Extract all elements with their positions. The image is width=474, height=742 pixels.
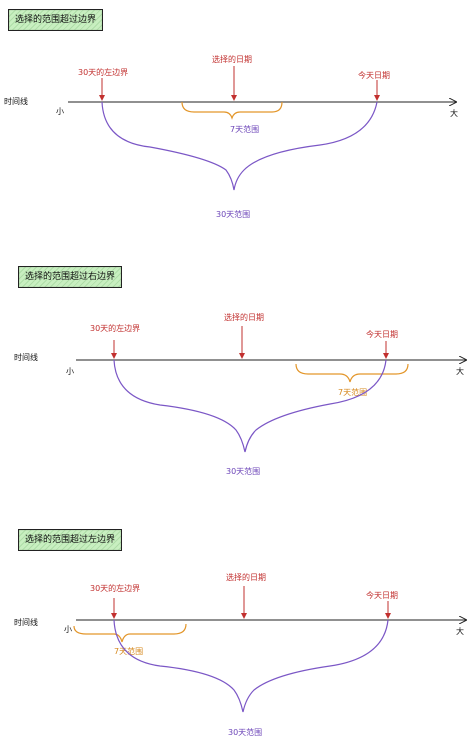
range-30-brace (101, 101, 378, 191)
axis-min-label: 小 (64, 625, 72, 634)
range-7-label: 7天范围 (230, 125, 260, 134)
range-7-brace (295, 363, 409, 383)
axis-min-label: 小 (66, 367, 74, 376)
axis-max-label: 大 (450, 109, 458, 118)
range-7-brace (181, 101, 283, 120)
section-title: 选择的范围超过右边界 (18, 266, 123, 288)
range-30-brace (113, 619, 389, 713)
selected-date-label: 选择的日期 (212, 55, 252, 64)
selected-date-label: 选择的日期 (224, 313, 264, 322)
section-title: 选择的范围超过边界 (8, 9, 104, 31)
axis-max-label: 大 (456, 367, 464, 376)
timeline-section-2 (76, 326, 466, 453)
range-30-label: 30天范围 (226, 467, 261, 476)
left-boundary-label: 30天的左边界 (78, 68, 129, 77)
range-30-label: 30天范围 (216, 210, 251, 219)
range-30-label: 30天范围 (228, 728, 263, 737)
range-7-brace (73, 623, 187, 643)
today-label: 今天日期 (358, 71, 390, 80)
axis-label: 时间线 (4, 97, 28, 106)
today-label: 今天日期 (366, 591, 398, 600)
timeline-section-3 (73, 586, 466, 713)
left-boundary-label: 30天的左边界 (90, 324, 141, 333)
axis-label: 时间线 (14, 353, 38, 362)
range-30-brace (113, 359, 387, 453)
today-label: 今天日期 (366, 330, 398, 339)
left-boundary-label: 30天的左边界 (90, 584, 141, 593)
axis-max-label: 大 (456, 627, 464, 636)
timeline-section-1 (68, 66, 456, 191)
axis-min-label: 小 (56, 107, 64, 116)
range-7-label: 7天范围 (114, 647, 144, 656)
range-7-label: 7天范围 (338, 388, 368, 397)
section-title: 选择的范围超过左边界 (18, 529, 123, 551)
axis-label: 时间线 (14, 618, 38, 627)
selected-date-label: 选择的日期 (226, 573, 266, 582)
